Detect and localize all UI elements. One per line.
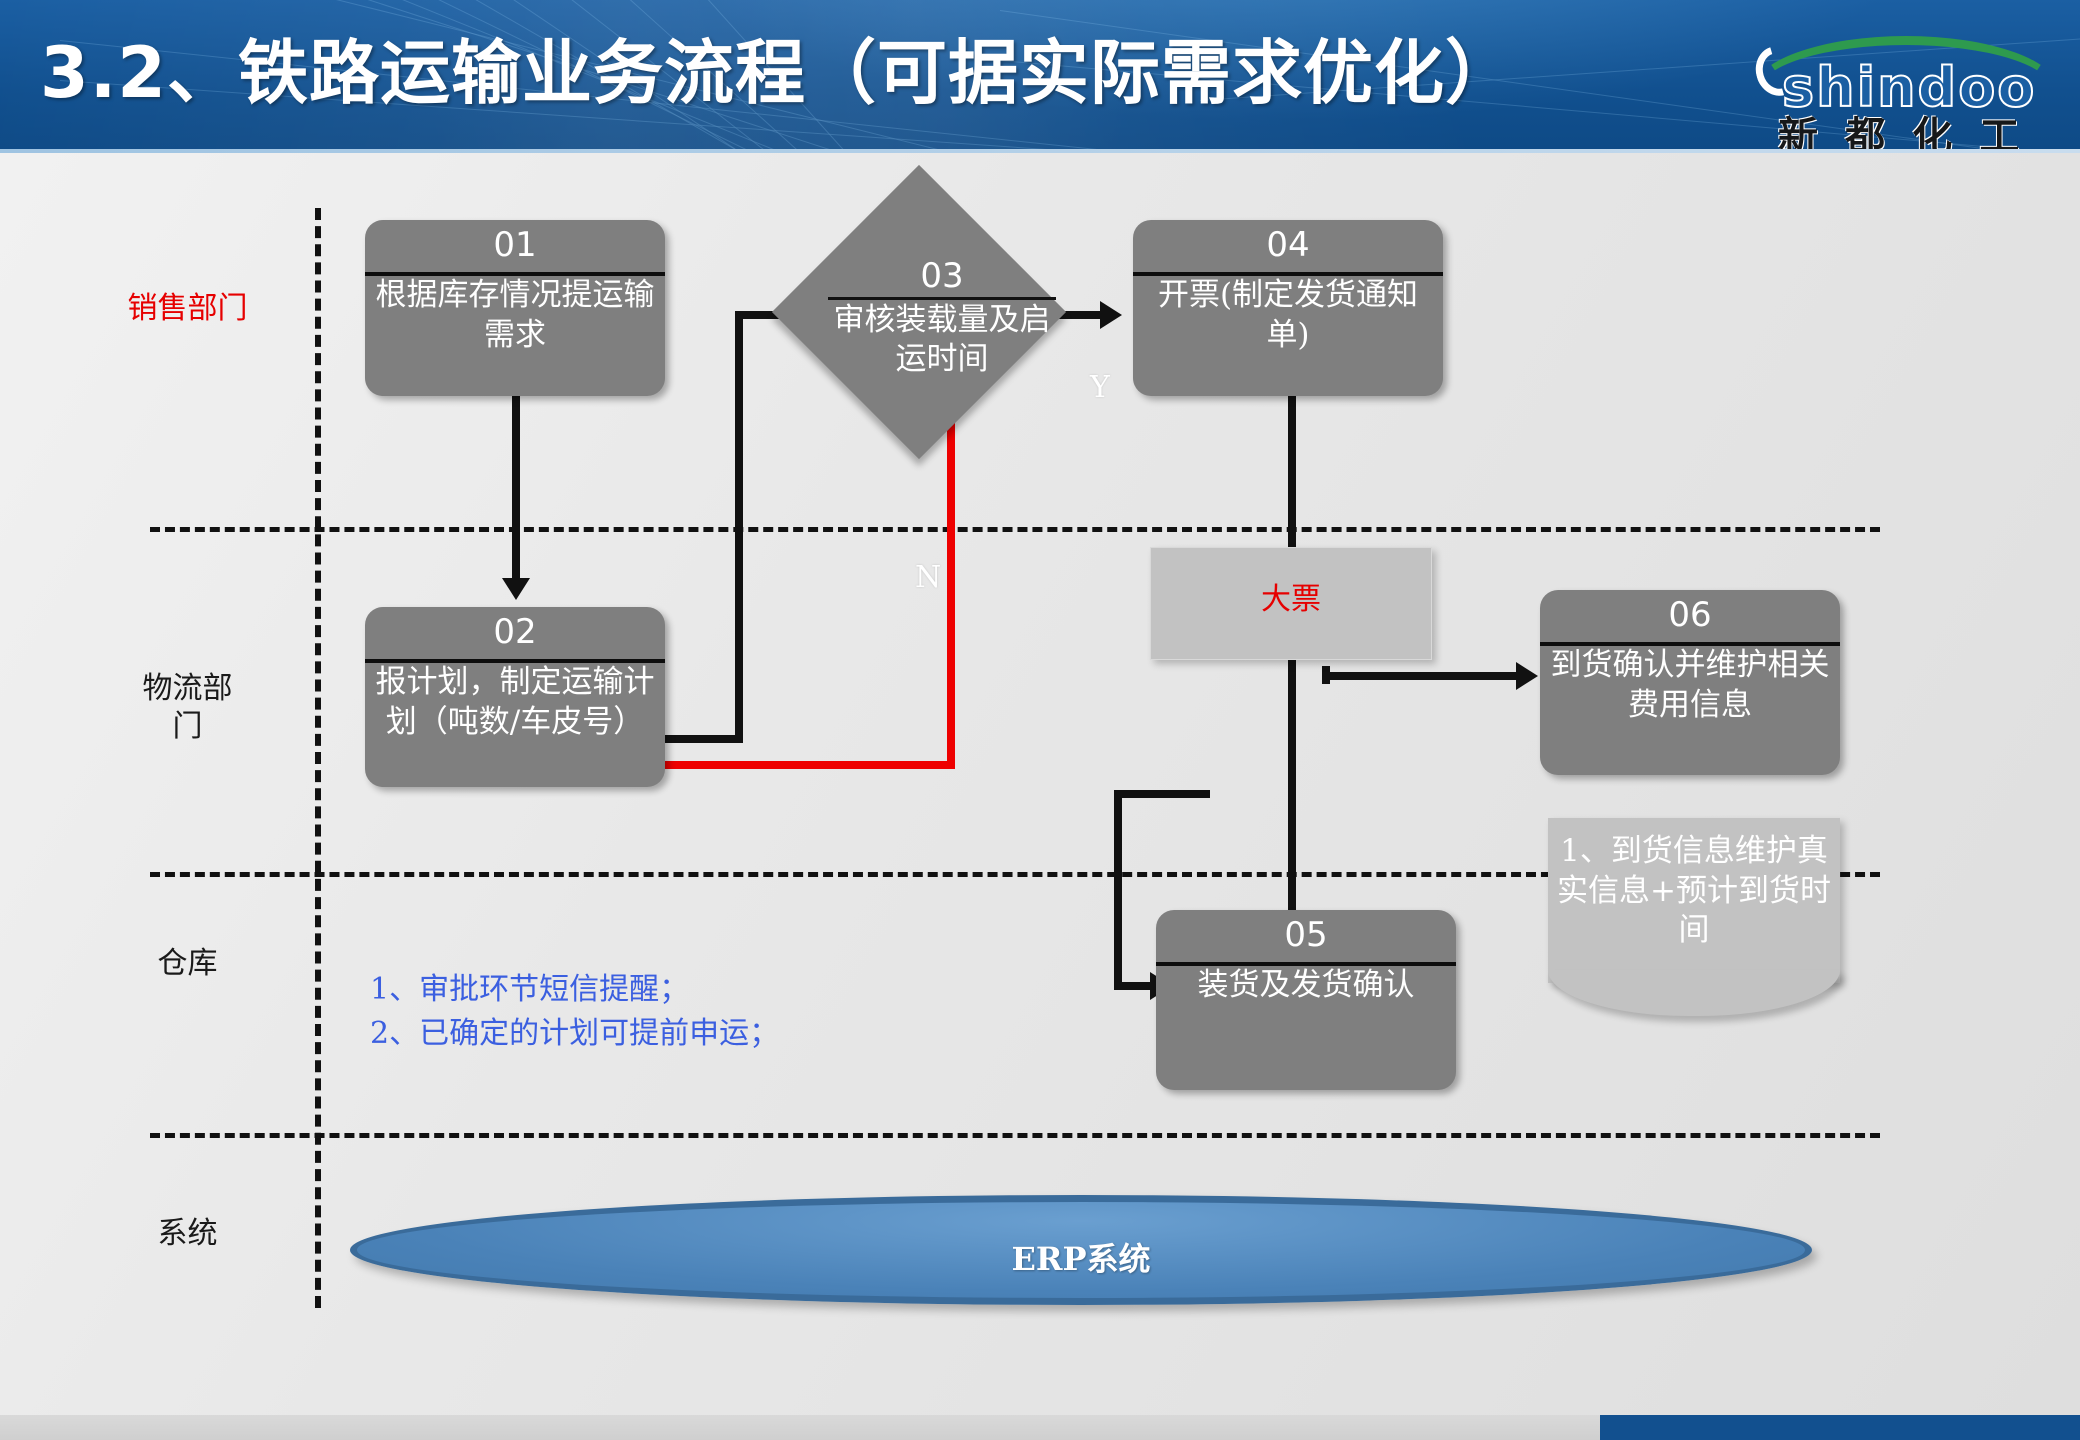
company-logo: shindoo 新 都 化 工 xyxy=(1760,18,2060,152)
system-erp-label: ERP系统 xyxy=(1011,1240,1151,1278)
connector-04-to-bigticket xyxy=(1288,396,1296,551)
connector-03-to-02-reject-horizontal xyxy=(638,761,955,769)
logo-chinese-name: 新 都 化 工 xyxy=(1778,115,2028,152)
connector-02-to-03-seg1 xyxy=(660,735,743,743)
note-arrival-wave-edge xyxy=(1548,970,1840,1016)
blue-note-2: 2、已确定的计划可提前申运； xyxy=(370,1015,780,1051)
connector-02-to-03-seg2 xyxy=(735,311,743,743)
header-banner: 3.2、铁路运输业务流程（可据实际需求优化） shindoo 新 都 化 工 xyxy=(0,0,2080,152)
node-04[interactable]: 04 开票(制定发货通知单) xyxy=(1133,220,1443,396)
system-erp-ellipse[interactable]: ERP系统 xyxy=(350,1195,1812,1305)
arrowhead-01-to-02 xyxy=(502,578,530,600)
connector-01-to-02 xyxy=(512,396,520,584)
node-06-divider xyxy=(1540,642,1840,646)
footer-accent-block xyxy=(1600,1415,2080,1440)
node-04-number: 04 xyxy=(1266,225,1310,265)
branch-label-no: N xyxy=(915,560,942,595)
node-02-divider xyxy=(365,659,665,663)
lane-divider-sales-logistics xyxy=(150,527,1880,532)
connector-to-06-horizontal xyxy=(1322,672,1522,680)
notes-blue-group: 1、审批环节短信提醒； 2、已确定的计划可提前申运； xyxy=(370,968,779,1055)
blue-note-1: 1、审批环节短信提醒； xyxy=(370,972,690,1007)
connector-02-to-03-seg3 xyxy=(735,311,812,319)
arrowhead-to-06 xyxy=(1516,662,1538,690)
node-05[interactable]: 05 装货及发货确认 xyxy=(1156,910,1456,1090)
connector-03-to-02-reject-vertical xyxy=(947,416,955,768)
lane-label-logistics: 物流部门 xyxy=(142,671,233,744)
arrowhead-03-to-04 xyxy=(1100,301,1122,329)
connector-to-05-vertical xyxy=(1114,790,1122,990)
note-big-ticket: 大票 xyxy=(1150,547,1432,660)
node-01[interactable]: 01 根据库存情况提运输需求 xyxy=(365,220,665,396)
node-01-text: 根据库存情况提运输需求 xyxy=(375,277,655,353)
node-05-number: 05 xyxy=(1284,915,1328,955)
lane-divider-logistics-warehouse xyxy=(150,872,1880,877)
node-05-text: 装货及发货确认 xyxy=(1197,967,1415,1003)
connector-03-to-04 xyxy=(1025,311,1111,319)
node-01-number: 01 xyxy=(493,225,537,265)
node-03-decision[interactable] xyxy=(771,164,1067,460)
node-02-text: 报计划，制定运输计划（吨数/车皮号） xyxy=(375,664,655,740)
logo-swoosh-icon xyxy=(1752,36,2060,92)
swimlane-vertical-divider xyxy=(315,208,321,1308)
node-06[interactable]: 06 到货确认并维护相关费用信息 xyxy=(1540,590,1840,775)
page-title: 3.2、铁路运输业务流程（可据实际需求优化） xyxy=(40,32,1517,114)
branch-label-yes: Y xyxy=(1090,370,1110,405)
lane-divider-warehouse-system xyxy=(150,1133,1880,1138)
lane-label-sales: 销售部门 xyxy=(127,291,248,326)
connector-to-05-top xyxy=(1114,790,1210,798)
node-02-number: 02 xyxy=(493,612,537,652)
node-06-number: 06 xyxy=(1668,595,1712,635)
lane-label-system: 系统 xyxy=(157,1216,218,1251)
node-04-text: 开票(制定发货通知单) xyxy=(1157,277,1419,353)
node-04-divider xyxy=(1133,272,1443,276)
node-01-divider xyxy=(365,272,665,276)
connector-to-05-horizontal xyxy=(1114,982,1156,990)
node-06-text: 到货确认并维护相关费用信息 xyxy=(1550,647,1830,723)
node-05-divider xyxy=(1156,962,1456,966)
connector-bigticket-to-05 xyxy=(1288,660,1296,920)
header-accent-line xyxy=(0,149,2080,153)
note-arrival-info: 1、到货信息维护真实信息+预计到货时间 xyxy=(1548,818,1840,983)
node-02[interactable]: 02 报计划，制定运输计划（吨数/车皮号） xyxy=(365,607,665,787)
lane-label-warehouse: 仓库 xyxy=(157,946,218,981)
logo-wordmark: shindoo xyxy=(1781,55,2037,120)
